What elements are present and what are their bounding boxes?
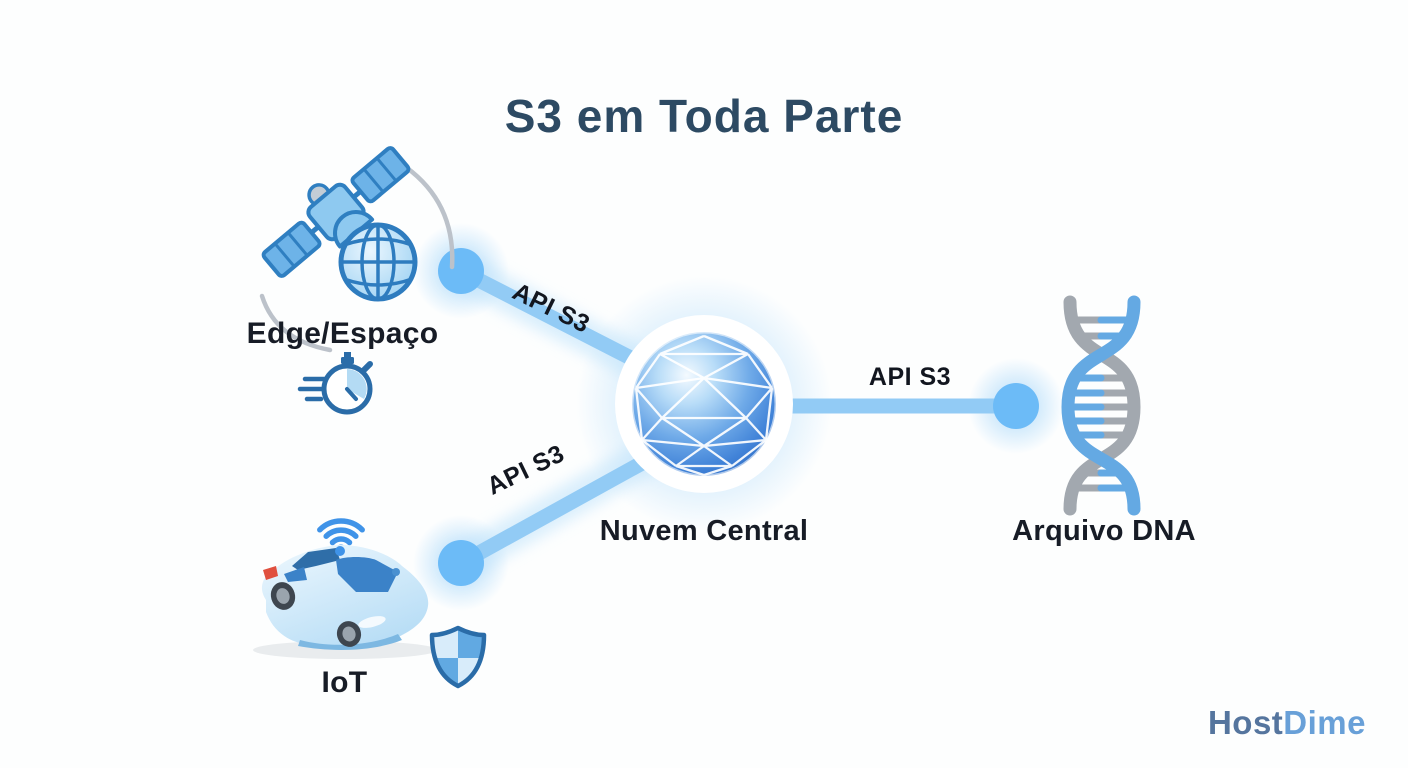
hostdime-logo: HostDime — [1208, 704, 1366, 742]
hostdime-logo-host: Host — [1207, 704, 1284, 741]
edge-connector-dot — [438, 248, 484, 294]
hostdime-logo-dime: Dime — [1283, 704, 1366, 741]
dna-connector-dot — [993, 383, 1039, 429]
shield-icon — [429, 625, 487, 689]
cloud-node-label: Nuvem Central — [599, 515, 809, 547]
iot-to-cloud-line — [453, 444, 670, 571]
connector-dots — [438, 248, 1039, 586]
page-title: S3 em Toda Parte — [504, 89, 904, 142]
connection-lines — [453, 263, 1024, 571]
iot-node-label: IoT — [321, 666, 368, 699]
geodesic-sphere-icon — [615, 315, 793, 493]
orbit-arcs-icon — [259, 160, 455, 353]
edge-to-cloud-line — [453, 263, 668, 381]
dna-helix-icon — [1061, 295, 1141, 516]
edge-node-label: Edge/Espaço — [246, 317, 439, 350]
stopwatch-icon — [297, 352, 373, 415]
dna-node-label: Arquivo DNA — [1012, 515, 1196, 547]
cloud-to-dna-connection-label: API S3 — [868, 363, 952, 391]
globe-icon — [338, 222, 418, 302]
iot-connector-dot — [438, 540, 484, 586]
connected-car-icon — [253, 545, 437, 659]
